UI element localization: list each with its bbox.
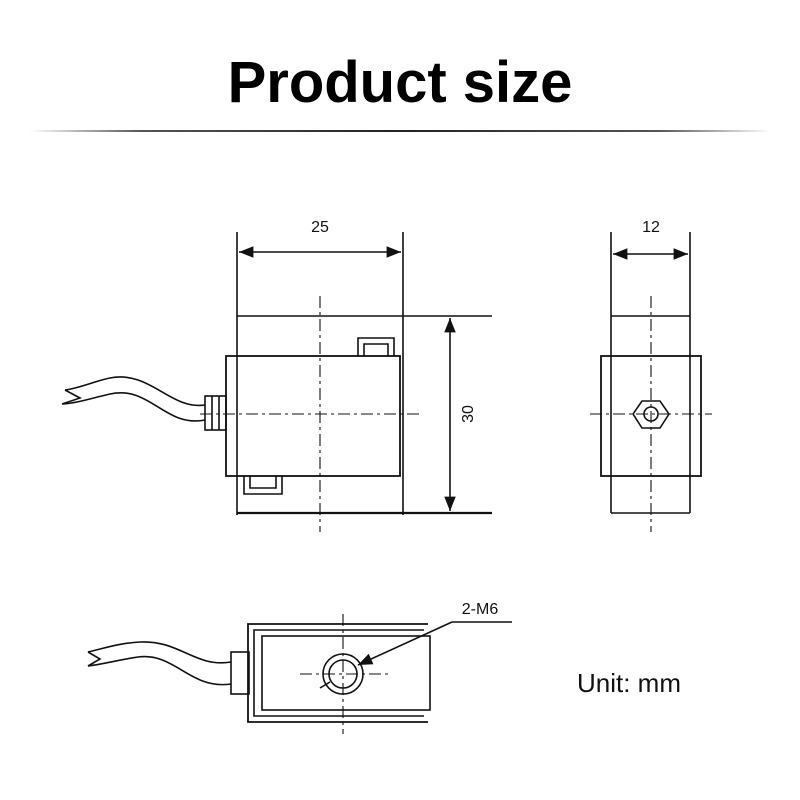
unit-label: Unit: mm: [577, 668, 681, 698]
title-divider: [30, 130, 770, 132]
bottom-cable-gland: [230, 651, 250, 695]
thread-leader-tail: [319, 681, 331, 689]
cable-gland: [204, 395, 227, 431]
thread-label: 2-M6: [462, 601, 499, 618]
front-view: [61, 232, 492, 532]
bottom-coil-body: [261, 635, 431, 711]
thread-leader: [357, 621, 453, 666]
bottom-view: [87, 614, 512, 734]
bottom-clip-outer: [243, 476, 283, 495]
bottom-clip-inner: [249, 476, 277, 489]
bottom-wire-upper: [87, 641, 232, 664]
wire-upper: [64, 376, 206, 407]
bottom-frame-middle: [253, 629, 424, 717]
wire-lower: [61, 391, 206, 422]
side-view: [590, 232, 712, 532]
page-title: Product size: [227, 50, 573, 115]
height-dimension-label: 30: [460, 405, 477, 423]
coil-body: [225, 355, 401, 477]
width-dimension-label: 25: [311, 219, 329, 236]
hex-nut: [632, 400, 670, 429]
depth-dimension-label: 12: [642, 219, 660, 236]
top-clip-inner: [363, 343, 389, 356]
bottom-wire-lower: [87, 655, 232, 686]
bottom-frame-outer: [247, 623, 428, 723]
top-clip-outer: [357, 337, 395, 356]
